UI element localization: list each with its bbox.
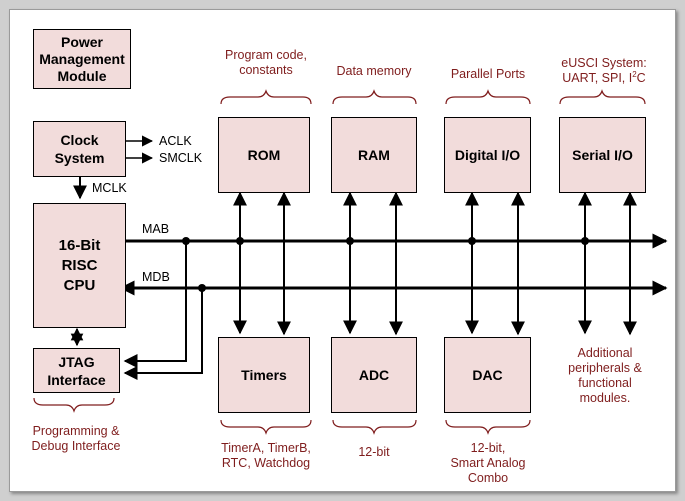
jtag-mdb-link <box>123 288 203 380</box>
dac-block: DAC <box>444 337 531 413</box>
sio-annotation: eUSCI System: UART, SPI, I2C <box>546 56 662 86</box>
ram-top-brace <box>332 89 417 105</box>
rom-mab-junction <box>236 237 244 245</box>
dac-bottom-brace <box>445 419 531 435</box>
sio-top-brace <box>559 89 646 105</box>
jtag-mab-link <box>123 241 187 368</box>
sio-annotation-line1: eUSCI System: <box>561 56 647 70</box>
dio-annotation: Parallel Ports <box>450 67 526 81</box>
timers-bottom-brace <box>220 419 312 435</box>
mdb-label: MDB <box>142 270 170 284</box>
additional-peripherals-annotation: Additional peripherals & functional modu… <box>568 346 642 405</box>
jtag-bottom-brace <box>33 397 115 413</box>
cpu-block: 16-Bit RISC CPU <box>33 203 126 328</box>
jtag-annotation: Programming & Debug Interface <box>31 424 121 453</box>
dac-annotation: 12-bit, Smart Analog Combo <box>450 441 526 485</box>
sio-mab-junction <box>581 237 589 245</box>
power-management-block: Power Management Module <box>33 29 131 89</box>
mclk-label: MCLK <box>92 181 127 195</box>
rom-top-brace <box>220 89 312 105</box>
jtag-mab-junction <box>182 237 190 245</box>
ram-block: RAM <box>331 117 417 193</box>
serial-io-block: Serial I/O <box>559 117 646 193</box>
adc-annotation: 12-bit <box>358 445 390 459</box>
jtag-interface-block: JTAG Interface <box>33 348 120 393</box>
timers-annotation: TimerA, TimerB, RTC, Watchdog <box>221 441 311 470</box>
rom-annotation: Program code, constants <box>225 48 307 77</box>
digital-io-block: Digital I/O <box>444 117 531 193</box>
adc-bottom-brace <box>332 419 417 435</box>
mab-label: MAB <box>142 222 170 236</box>
ram-mab-junction <box>346 237 354 245</box>
dio-top-brace <box>445 89 531 105</box>
sio-annotation-line2: UART, SPI, I2C <box>562 69 646 85</box>
clock-system-block: Clock System <box>33 121 126 177</box>
ram-annotation: Data memory <box>336 64 412 78</box>
adc-block: ADC <box>331 337 417 413</box>
rom-block: ROM <box>218 117 310 193</box>
dio-mab-junction <box>468 237 476 245</box>
smclk-label: SMCLK <box>159 151 203 165</box>
jtag-mdb-junction <box>198 284 206 292</box>
timers-block: Timers <box>218 337 310 413</box>
aclk-label: ACLK <box>159 134 192 148</box>
